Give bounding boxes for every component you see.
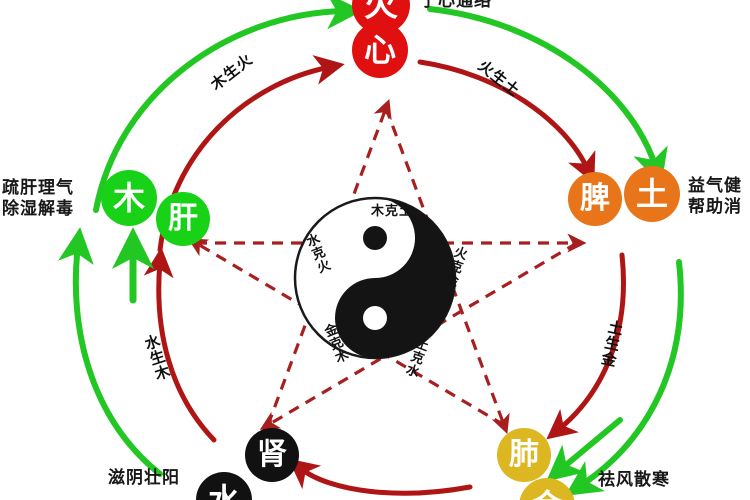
node-metal-element[interactable]: 金 <box>519 478 575 500</box>
node-heart-organ-label: 心 <box>363 31 396 69</box>
caption-lung-line1: 祛风散寒 <box>598 470 670 490</box>
inner-red-arc-water-to-wood <box>143 247 217 443</box>
node-earth-element-label: 土 <box>635 175 668 213</box>
outer-green-arc-wood-to-fire <box>93 0 363 213</box>
node-liver-organ[interactable]: 肝 <box>156 192 210 246</box>
green-arrow-to-lung <box>546 417 623 482</box>
label-wood-restrains-earth-text: 木克土 <box>371 204 414 219</box>
caption-kidney: 滋阴壮阳 <box>108 468 180 489</box>
outer-green-arc-fire-to-earth <box>427 6 668 186</box>
caption-liver-line2: 除湿解毒 <box>2 199 74 220</box>
node-spleen-organ[interactable]: 脾 <box>568 172 622 226</box>
caption-spleen-line2: 帮助消 <box>688 197 742 218</box>
node-wood-element-label: 木 <box>112 179 145 217</box>
caption-liver-line1: 疏肝理气 <box>2 178 74 198</box>
label-wood-restrains-earth: 木克土 <box>371 200 413 219</box>
node-metal-element-label: 金 <box>531 490 563 500</box>
node-lung-organ-label: 肺 <box>509 437 539 472</box>
node-water-element-label: 水 <box>207 481 240 500</box>
caption-spleen-line1: 益气健 <box>688 176 742 196</box>
caption-heart: 宁心通络 <box>420 0 492 12</box>
node-lung-organ[interactable]: 肺 <box>497 428 551 482</box>
node-kidney-organ-label: 肾 <box>257 437 287 472</box>
caption-spleen: 益气健 帮助消 <box>688 176 742 219</box>
node-kidney-organ[interactable]: 肾 <box>245 428 299 482</box>
inner-red-arc-metal-to-water <box>288 458 473 496</box>
caption-heart-line1: 宁心通络 <box>420 0 492 11</box>
node-heart-organ[interactable]: 心 <box>352 22 408 78</box>
caption-kidney-line1: 滋阴壮阳 <box>108 468 180 488</box>
node-liver-organ-label: 肝 <box>168 201 198 236</box>
node-earth-element[interactable]: 土 <box>624 166 680 222</box>
inner-red-arc-earth-to-metal <box>546 252 626 440</box>
node-spleen-organ-label: 脾 <box>580 181 610 216</box>
caption-lung: 祛风散寒 <box>598 470 670 491</box>
outer-green-arc-earth-to-metal <box>564 259 684 496</box>
outer-green-arc-water-to-wood <box>58 227 163 477</box>
node-fire-element-label: 火 <box>364 0 398 25</box>
caption-liver: 疏肝理气 除湿解毒 <box>2 178 74 221</box>
inner-red-arc-fire-to-earth <box>417 59 596 184</box>
node-wood-element[interactable]: 木 <box>101 170 157 226</box>
